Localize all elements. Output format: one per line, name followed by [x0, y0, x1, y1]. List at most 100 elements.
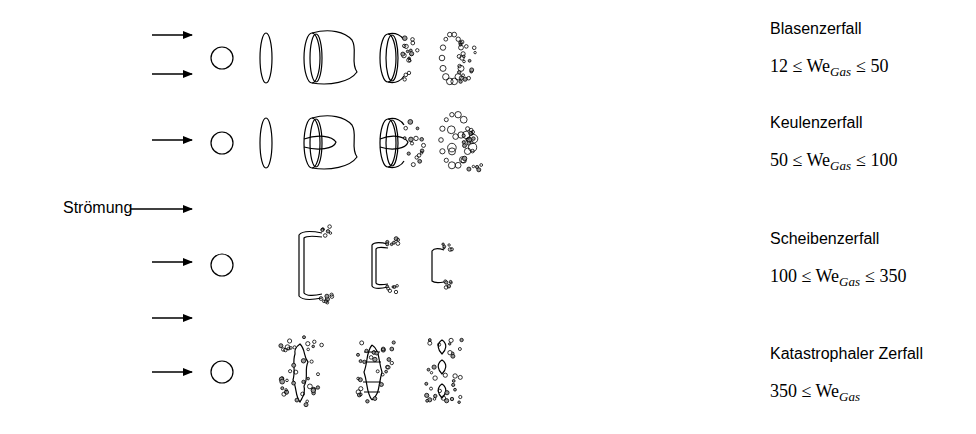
- fragment-droplet: [455, 162, 461, 168]
- fragment-droplet: [293, 346, 296, 349]
- fragment-droplet: [330, 293, 333, 296]
- fragment-droplet: [466, 138, 469, 141]
- fragment-droplet: [464, 148, 470, 154]
- fragment-droplet: [404, 44, 408, 48]
- fragment-droplet: [468, 59, 471, 62]
- fragment-droplet: [394, 290, 397, 293]
- fragment-droplet: [403, 36, 408, 41]
- fragment-droplet: [459, 43, 462, 46]
- fragment-droplet: [450, 397, 453, 400]
- fragment-droplet: [426, 399, 429, 402]
- weber-range: 50 ≤ WeGas≤ 100: [770, 150, 897, 174]
- fragment-droplet: [443, 245, 446, 248]
- fragment-droplet: [379, 383, 383, 387]
- fragment-droplet: [396, 285, 399, 288]
- fragment-droplet: [326, 301, 329, 304]
- fragment-droplet: [310, 360, 313, 363]
- fragment-droplet: [458, 401, 461, 404]
- flow-arrow: [130, 35, 192, 372]
- fragment-droplet: [369, 356, 373, 360]
- fragment-droplet: [410, 53, 413, 56]
- weber-bound: 12 ≤ We: [770, 56, 830, 76]
- fragment-droplet: [328, 225, 332, 229]
- fragment-droplet: [280, 379, 285, 384]
- fragment-droplet: [366, 400, 369, 403]
- fragment-droplet: [301, 392, 305, 396]
- fragment-droplet: [455, 112, 461, 118]
- fragment-droplet: [406, 50, 409, 53]
- fragment-droplet: [420, 138, 424, 142]
- fragment-droplet: [440, 149, 445, 154]
- fragment-droplet: [414, 136, 418, 140]
- fragment-droplet: [453, 374, 457, 378]
- fragment-droplet: [302, 380, 305, 383]
- fragment-droplet: [453, 134, 459, 140]
- fragment-droplet: [357, 393, 361, 397]
- fragment-droplet: [408, 120, 413, 125]
- fragment-droplet: [458, 375, 462, 379]
- fragment-droplet: [459, 80, 462, 83]
- fragment-droplet: [403, 78, 406, 81]
- fragment-droplet: [428, 341, 432, 345]
- fragment-droplet: [433, 398, 436, 401]
- fragment-droplet: [463, 55, 466, 58]
- fragment-droplet: [295, 398, 299, 402]
- fragment-droplet: [451, 352, 454, 355]
- fragment-droplet: [411, 41, 415, 45]
- fragment-droplet: [386, 243, 389, 246]
- fragment-droplet: [375, 351, 379, 355]
- fragment-droplet: [385, 370, 388, 373]
- fragment-droplet: [407, 58, 411, 62]
- fragment-droplet: [416, 49, 419, 52]
- fragment-droplet: [416, 127, 419, 130]
- fragment-droplet: [285, 389, 287, 391]
- fragment-droplet: [359, 393, 362, 396]
- fragment-droplet: [401, 52, 405, 56]
- fragment-droplet: [321, 228, 324, 231]
- flow-label: Strömung: [63, 199, 132, 217]
- fragment-droplet: [433, 376, 437, 380]
- fragment-droplet: [387, 366, 391, 370]
- fragment-droplet: [460, 338, 463, 341]
- fragment-droplet: [323, 300, 326, 303]
- fragment-droplet: [308, 384, 313, 389]
- fragment-droplet: [390, 361, 393, 364]
- fragment-droplet: [323, 234, 327, 238]
- fragment-droplet: [392, 241, 395, 244]
- fragment-droplet: [301, 359, 305, 363]
- fragment-droplet: [319, 297, 323, 301]
- fragment-droplet: [444, 158, 448, 162]
- fragment-droplet: [450, 281, 453, 284]
- fragment-droplet: [438, 389, 441, 392]
- weber-range: 12 ≤ WeGas≤ 50: [770, 56, 888, 80]
- weber-subscript: Gas: [839, 389, 860, 404]
- fragment-droplet: [286, 379, 289, 382]
- fragment-droplet: [449, 338, 453, 342]
- fragment-droplet: [381, 347, 385, 351]
- fragment-droplet: [313, 340, 316, 343]
- fragment-droplet: [472, 46, 476, 50]
- weber-subscript: Gas: [830, 158, 851, 173]
- fragment-droplet: [454, 388, 457, 391]
- fragment-droplet: [320, 343, 324, 347]
- regime-name: Blasenzerfall: [770, 20, 862, 38]
- fragment-droplet: [392, 341, 395, 344]
- fragment-droplet: [357, 353, 360, 356]
- weber-bound: 100 ≤ We: [770, 266, 839, 286]
- fragment-droplet: [469, 128, 473, 132]
- fragment-droplet: [463, 144, 467, 148]
- fragment-droplet: [467, 76, 471, 80]
- fragment-droplet: [460, 116, 467, 123]
- fragment-droplet: [427, 368, 430, 371]
- fragment-droplet: [474, 51, 476, 53]
- regime-name: Keulenzerfall: [770, 114, 863, 132]
- fragment-droplet: [418, 159, 422, 163]
- fragment-droplet: [410, 142, 413, 145]
- fragment-droplet: [462, 156, 466, 160]
- fragment-droplet: [470, 68, 474, 72]
- fragment-droplet: [425, 393, 429, 397]
- fragment-droplet: [363, 360, 366, 363]
- fragment-droplet: [409, 137, 414, 142]
- fragment-droplet: [448, 244, 450, 246]
- fragment-droplet: [462, 134, 465, 137]
